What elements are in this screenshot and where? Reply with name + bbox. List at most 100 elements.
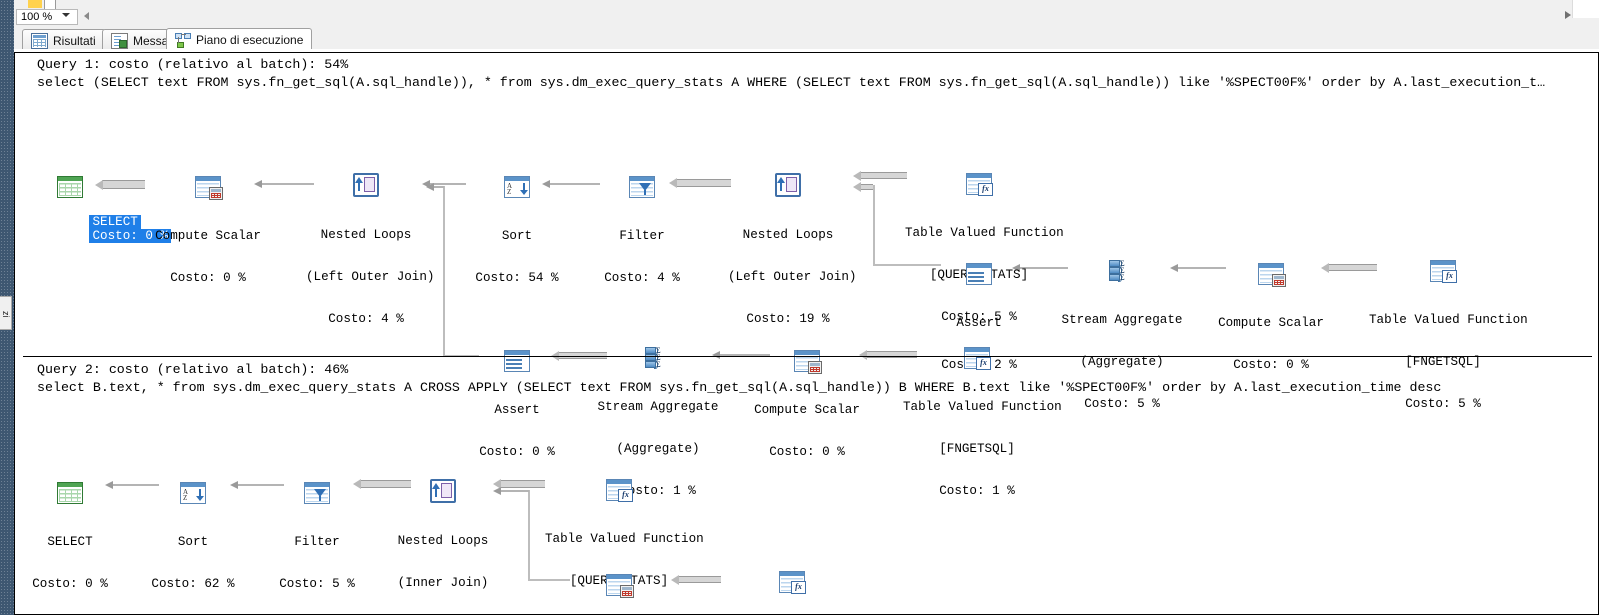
node-join-type: (Left Outer Join) bbox=[728, 270, 857, 284]
compute-scalar-icon bbox=[1258, 263, 1286, 287]
flow-arrow bbox=[859, 349, 917, 360]
node-subtype: (Aggregate) bbox=[616, 442, 700, 456]
flow-arrow bbox=[230, 481, 284, 489]
node-label: SELECT bbox=[47, 535, 93, 549]
node-cost: Costo: 19 % bbox=[746, 312, 830, 326]
node-cost: Costo: 0 % bbox=[769, 445, 845, 459]
connector-line bbox=[528, 579, 570, 581]
node-label: Compute Scalar bbox=[754, 403, 860, 417]
query-2-header: Query 2: costo (relativo al batch): 46% bbox=[37, 362, 349, 377]
split-grip-icon[interactable] bbox=[84, 12, 89, 20]
plan-node-q2-select[interactable]: SELECT Costo: 0 % bbox=[29, 454, 111, 614]
filter-icon bbox=[304, 482, 330, 504]
table-valued-function-icon: fx bbox=[964, 347, 991, 370]
plan-node-q1-filter[interactable]: Filter Costo: 4 % bbox=[593, 148, 691, 313]
results-grid-icon bbox=[31, 32, 48, 49]
table-valued-function-icon: fx bbox=[779, 571, 806, 594]
compute-scalar-icon bbox=[195, 176, 223, 200]
node-label: Compute Scalar bbox=[155, 229, 261, 243]
assert-icon bbox=[504, 350, 530, 372]
flow-arrow bbox=[493, 487, 529, 495]
plan-node-q1-tvf-query-stats[interactable]: fx Table Valued Function [QUERY_STATS] C… bbox=[905, 145, 1064, 352]
plan-node-q2-tvf-fngetsql[interactable]: fx Table Valued Function [FNGETSQL] Cost… bbox=[718, 543, 866, 614]
connector-line bbox=[873, 264, 941, 266]
node-cost: Costo: 0 % bbox=[89, 229, 172, 243]
flow-arrow bbox=[353, 479, 411, 489]
node-label: Nested Loops bbox=[742, 228, 834, 242]
assert-icon bbox=[966, 263, 992, 285]
plan-node-q1-select[interactable]: SELECT Costo: 0 % bbox=[29, 148, 172, 257]
query-1-sql: select (SELECT text FROM sys.fn_get_sql(… bbox=[37, 75, 1546, 90]
filter-icon bbox=[629, 176, 655, 198]
node-label: Sort bbox=[177, 535, 209, 549]
node-cost: Costo: 62 % bbox=[151, 577, 235, 591]
node-subtype: (Aggregate) bbox=[1080, 355, 1164, 369]
connector-line bbox=[873, 185, 875, 265]
scroll-right-icon[interactable] bbox=[1565, 11, 1571, 19]
node-label: Table Valued Function bbox=[903, 400, 1062, 414]
node-join-type: (Inner Join) bbox=[397, 576, 489, 590]
node-label: Stream Aggregate bbox=[597, 400, 719, 414]
node-label: Sort bbox=[501, 229, 533, 243]
node-object: [FNGETSQL] bbox=[1405, 355, 1481, 369]
plan-node-q1-compute-scalar-1[interactable]: Compute Scalar Costo: 0 % bbox=[149, 148, 267, 313]
node-cost: Costo: 0 % bbox=[170, 271, 246, 285]
chevron-down-icon[interactable] bbox=[62, 13, 70, 17]
query-panel-2: Query 2: costo (relativo al batch): 46% … bbox=[15, 356, 1598, 614]
results-tabstrip: Risultati Messaggi Piano di esecuzione bbox=[14, 26, 1599, 52]
nested-loops-icon bbox=[353, 173, 379, 197]
nested-loops-icon bbox=[430, 479, 456, 503]
flow-arrow bbox=[1170, 264, 1226, 272]
node-label: Filter bbox=[294, 535, 340, 549]
node-cost: Costo: 0 % bbox=[1233, 358, 1309, 372]
table-valued-function-icon: fx bbox=[1430, 260, 1457, 283]
node-cost: Costo: 5 % bbox=[1084, 397, 1160, 411]
plan-node-q1-assert-2[interactable]: Assert Costo: 0 % bbox=[478, 322, 556, 487]
connector-line bbox=[443, 186, 445, 356]
zoom-level-combobox[interactable]: 100 % bbox=[16, 9, 78, 25]
flow-arrow bbox=[853, 170, 907, 181]
plan-node-q1-compute-scalar-3[interactable]: Compute Scalar Costo: 0 % bbox=[748, 322, 866, 487]
plan-node-q1-nested-loops-2[interactable]: Nested Loops (Left Outer Join) Costo: 19… bbox=[728, 145, 857, 354]
flow-arrow bbox=[542, 180, 600, 188]
node-cost: Costo: 4 % bbox=[604, 271, 680, 285]
tab-risultati[interactable]: Risultati bbox=[22, 29, 106, 51]
node-cost: Costo: 0 % bbox=[32, 577, 108, 591]
node-label: Nested Loops bbox=[397, 534, 489, 548]
connector-line bbox=[528, 490, 530, 580]
node-label: Stream Aggregate bbox=[1061, 313, 1183, 327]
plan-node-q1-nested-loops-1[interactable]: Nested Loops (Left Outer Join) Costo: 4 … bbox=[306, 145, 435, 354]
tabstrip-underline bbox=[14, 49, 1599, 52]
node-join-type: (Left Outer Join) bbox=[306, 270, 435, 284]
node-label: Filter bbox=[619, 229, 665, 243]
flow-arrow bbox=[551, 350, 607, 361]
table-valued-function-icon: fx bbox=[606, 479, 633, 502]
flow-arrow bbox=[95, 179, 145, 190]
plan-node-q2-filter[interactable]: Filter Costo: 5 % bbox=[268, 454, 366, 614]
node-cost: Costo: 4 % bbox=[328, 312, 404, 326]
plan-node-q2-compute-scalar[interactable]: Compute Scalar Costo: 1 % bbox=[560, 546, 678, 614]
node-label: Table Valued Function bbox=[1369, 313, 1528, 327]
node-cost: Costo: 0 % bbox=[479, 445, 555, 459]
plan-node-q1-tvf-fngetsql-2[interactable]: fx Table Valued Function [FNGETSQL] Cost… bbox=[903, 319, 1062, 526]
flow-arrow bbox=[105, 481, 159, 489]
plan-node-q1-tvf-fngetsql-1[interactable]: fx Table Valued Function [FNGETSQL] Cost… bbox=[1369, 232, 1528, 439]
execution-plan-icon bbox=[175, 32, 191, 48]
node-cost: Costo: 5 % bbox=[941, 310, 1017, 324]
execution-plan-canvas[interactable]: Query 1: costo (relativo al batch): 54% … bbox=[14, 52, 1599, 615]
node-label: Table Valued Function bbox=[905, 226, 1064, 240]
node-cost: Costo: 5 % bbox=[1405, 397, 1481, 411]
dock-tab-button[interactable]: zi bbox=[0, 296, 12, 330]
compute-scalar-icon bbox=[794, 350, 822, 374]
node-object: [FNGETSQL] bbox=[939, 442, 1015, 456]
query-panel-1: Query 1: costo (relativo al batch): 54% … bbox=[15, 53, 1598, 498]
plan-node-q1-compute-scalar-2[interactable]: Compute Scalar Costo: 0 % bbox=[1212, 235, 1330, 400]
plan-node-q2-nested-loops[interactable]: Nested Loops (Inner Join) Costo: 22 % bbox=[390, 451, 496, 614]
messages-icon bbox=[111, 32, 128, 49]
node-label: Assert bbox=[494, 403, 540, 417]
